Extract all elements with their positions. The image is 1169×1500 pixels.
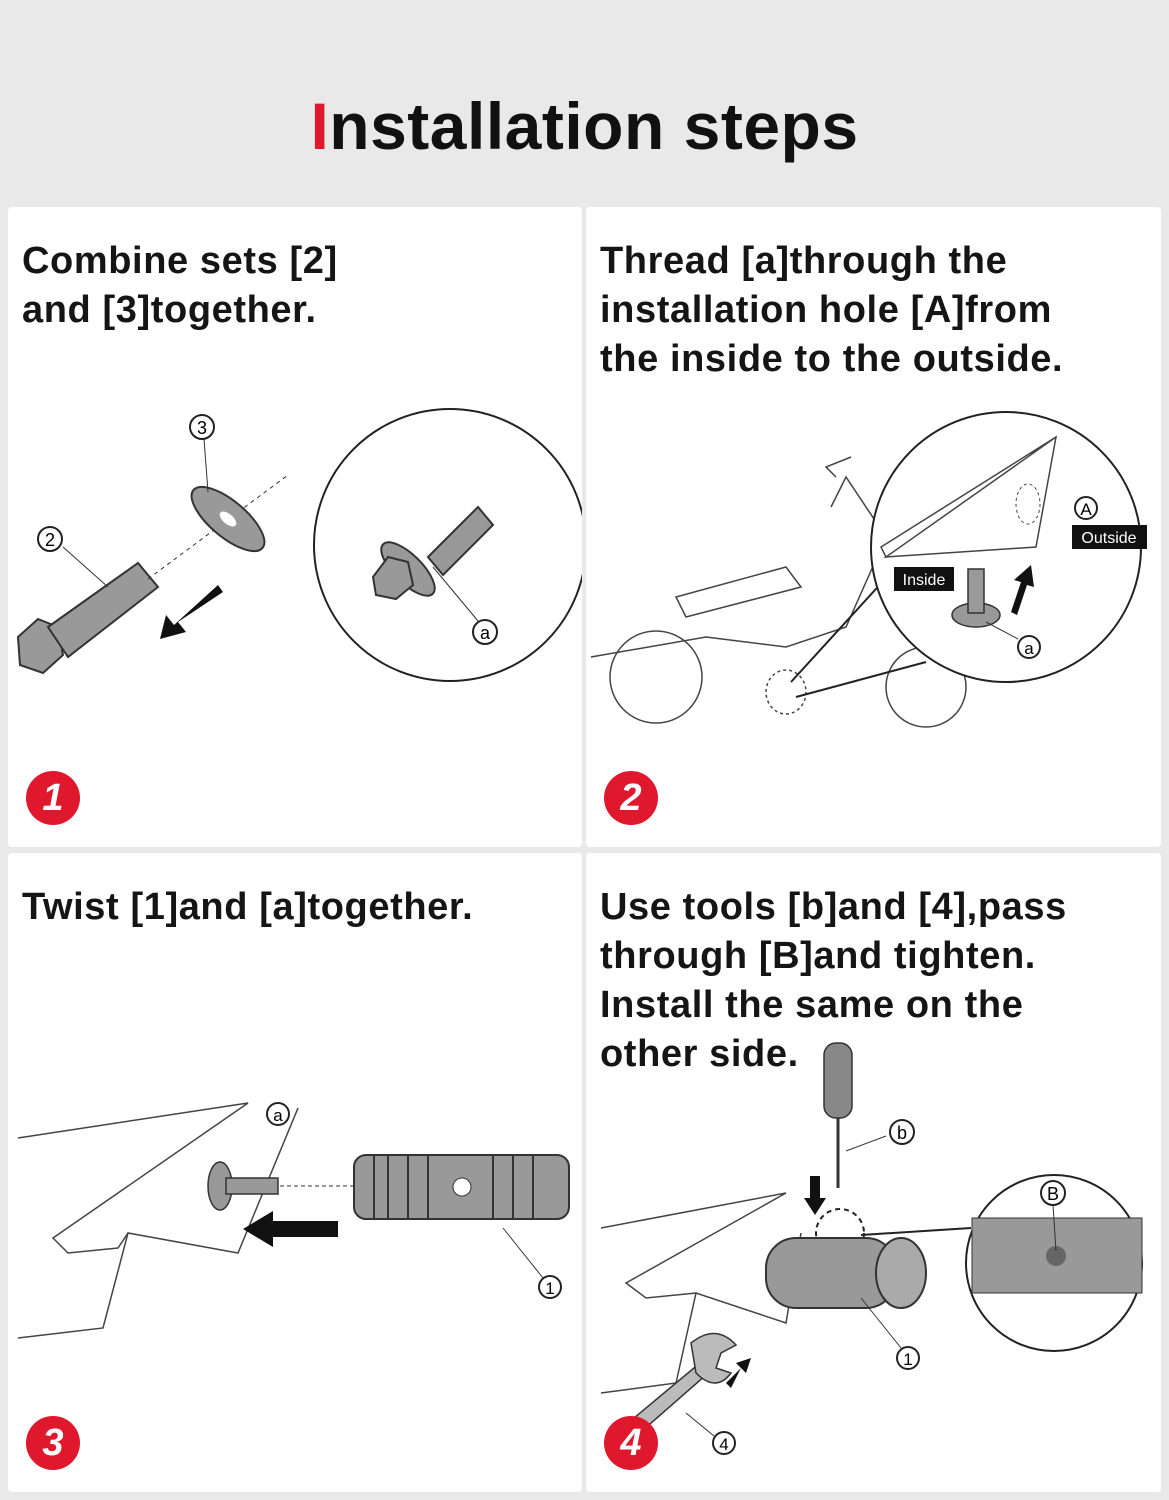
page-title: Installation steps [310, 89, 859, 163]
callout-a: a [432, 566, 498, 645]
step-badge-3: 3 [26, 1416, 80, 1470]
step-4-text: Use tools [b]and [4],pass through [B]and… [600, 886, 1067, 1075]
step-4-panel: Use tools [b]and [4],pass through [B]and… [586, 853, 1161, 1492]
bolt-illustration [16, 561, 160, 675]
callout-a: a [266, 1102, 290, 1126]
step-badge-2: 2 [604, 771, 658, 825]
callout-2: 2 [37, 526, 109, 588]
arrow-left-icon [243, 1211, 338, 1247]
step-2-text: Thread [a]through the installation hole … [600, 240, 1064, 380]
arrow-icon [160, 585, 223, 639]
step-1-illustration: 2 3 a [16, 408, 582, 682]
svg-text:2: 2 [45, 530, 55, 550]
svg-text:a: a [480, 623, 491, 643]
screwdriver-illustration [823, 1042, 853, 1188]
svg-text:B: B [1047, 1184, 1059, 1204]
step-1-panel: Combine sets [2] and [3]together. 2 3 a … [8, 207, 582, 847]
callout-a: a [985, 621, 1041, 659]
svg-text:1: 1 [903, 1350, 912, 1369]
svg-text:3: 3 [197, 418, 207, 438]
svg-text:A: A [1080, 500, 1092, 519]
step-badge-1: 1 [26, 771, 80, 825]
step-1-text: Combine sets [2] and [3]together. [22, 240, 338, 331]
step-2-panel: Thread [a]through the installation hole … [586, 207, 1161, 847]
step-3-panel: Twist [1]and [a]together. a 1 3 [8, 853, 582, 1492]
callout-3: 3 [189, 414, 215, 493]
pin-illustration [207, 1161, 279, 1211]
footpeg-illustration [765, 1237, 927, 1309]
callout-A: A [1074, 496, 1098, 520]
scooter-illustration [590, 456, 967, 728]
svg-text:b: b [897, 1123, 907, 1143]
footpeg-illustration [353, 1154, 570, 1220]
step-3-illustration: a 1 [17, 1102, 570, 1339]
arrow-up-icon [1011, 565, 1034, 615]
step-2-illustration: Inside Outside A a [590, 411, 1147, 728]
svg-text:1: 1 [545, 1279, 554, 1298]
svg-text:Inside: Inside [903, 572, 946, 589]
callout-4: 4 [685, 1412, 736, 1455]
step-4-illustration: b B 1 4 [600, 1042, 1143, 1455]
label-inside: Inside [894, 567, 954, 591]
label-outside: Outside [1072, 525, 1147, 549]
callout-b: b [845, 1119, 915, 1152]
step-3-text: Twist [1]and [a]together. [22, 886, 474, 928]
svg-text:4: 4 [719, 1435, 728, 1454]
callout-1: 1 [860, 1297, 920, 1370]
svg-text:a: a [273, 1106, 283, 1125]
pin-illustration [951, 568, 1001, 628]
callout-1: 1 [502, 1227, 562, 1299]
arrow-diagonal-icon [726, 1358, 751, 1388]
arrow-down-icon [804, 1176, 826, 1215]
svg-text:Outside: Outside [1081, 530, 1136, 547]
frame-illustration [17, 1102, 299, 1339]
svg-text:a: a [1024, 639, 1034, 658]
step-badge-4: 4 [604, 1416, 658, 1470]
callout-B: B [1040, 1180, 1066, 1252]
